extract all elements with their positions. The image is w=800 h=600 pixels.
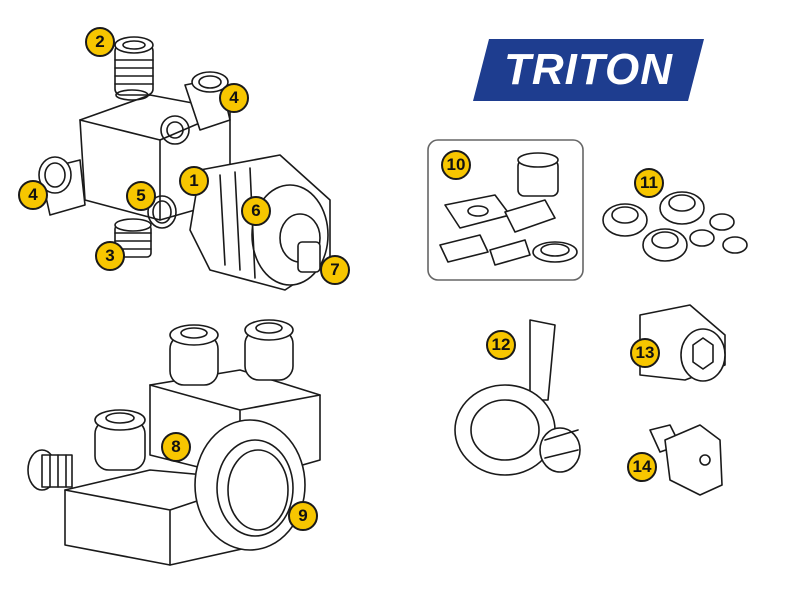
callout-7[interactable]: 7 [320,255,350,285]
callout-6[interactable]: 6 [241,196,271,226]
callout-14[interactable]: 14 [627,452,657,482]
key-14 [649,424,723,496]
callout-4-left[interactable]: 4 [18,180,48,210]
callout-10[interactable]: 10 [441,150,471,180]
lever-clip-12 [454,319,581,476]
callout-2[interactable]: 2 [85,27,115,57]
callout-11[interactable]: 11 [634,168,664,198]
callout-4-top[interactable]: 4 [219,83,249,113]
logo-background [473,39,704,101]
callout-8[interactable]: 8 [161,432,191,462]
valve-body-assembly [38,36,331,291]
callout-12[interactable]: 12 [486,330,516,360]
logo-text: TRITON [504,45,673,94]
compression-fittings-11 [602,191,748,262]
callout-5[interactable]: 5 [126,181,156,211]
seal-kit-10 [427,139,584,281]
callout-13[interactable]: 13 [630,338,660,368]
logo-plate [473,39,704,101]
callout-9[interactable]: 9 [288,501,318,531]
callout-1[interactable]: 1 [179,166,209,196]
triton-logo: TRITON [471,37,706,103]
lower-valve-body [27,319,321,566]
adapter-13 [639,304,726,382]
callout-3[interactable]: 3 [95,241,125,271]
